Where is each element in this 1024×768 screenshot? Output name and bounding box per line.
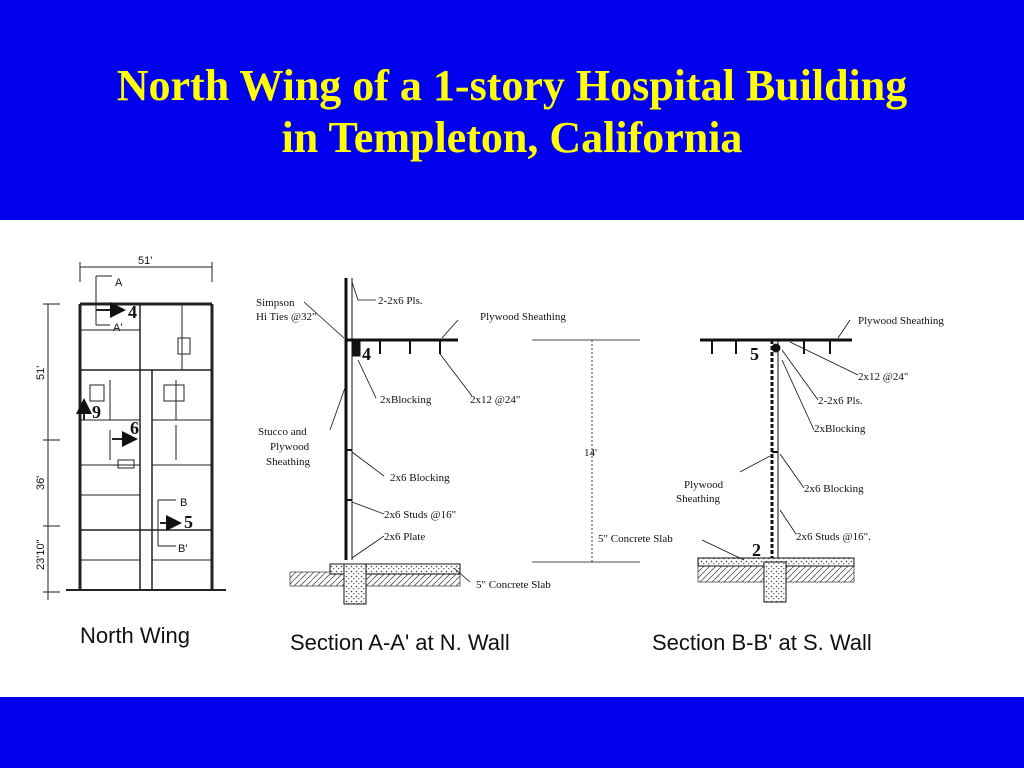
plan-dim-left-2: 36': [35, 476, 47, 490]
section-a-blocking-2x6-label: 2x6 Blocking: [390, 472, 450, 484]
section-a-drawing: [289, 278, 640, 605]
slide-title: North Wing of a 1-story Hospital Buildin…: [0, 60, 1024, 164]
section-a-caption: Section A-A' at N. Wall: [290, 630, 510, 655]
plan-caption: North Wing: [80, 623, 190, 648]
plan-dim-top: 51': [138, 255, 152, 267]
title-band: [0, 0, 1024, 220]
section-a-simpson-line1: Simpson: [256, 297, 295, 309]
section-a-plywood-label: Plywood Sheathing: [480, 311, 566, 323]
plan-marker-b-prime: B': [178, 543, 187, 555]
plan-number-4: 4: [128, 302, 137, 322]
section-b-drawing: [697, 319, 859, 603]
section-b-blocking-2x6-label: 2x6 Blocking: [804, 483, 864, 495]
plan-number-9: 9: [92, 402, 101, 422]
section-b-studs-label: 2x6 Studs @16".: [796, 531, 871, 543]
plan-marker-a-prime: A': [113, 322, 122, 334]
plan-number-5: 5: [184, 512, 193, 532]
section-a-stucco-line2: Plywood: [270, 441, 310, 453]
section-a-number-4: 4: [362, 344, 371, 364]
section-a-stucco-line3: Sheathing: [266, 456, 310, 468]
plan-dim-left-1: 51': [35, 366, 47, 380]
section-b-number-2: 2: [752, 540, 761, 560]
section-a-height-label: 14': [584, 447, 597, 459]
plan-dim-left-3: 23'10": [35, 539, 47, 570]
plan-marker-b: B: [180, 497, 187, 509]
section-b-plywood-label: Plywood Sheathing: [858, 315, 944, 327]
section-b-blocking-label: 2xBlocking: [814, 423, 866, 435]
section-a-plate-label: 2x6 Plate: [384, 531, 425, 543]
section-b-number-5: 5: [750, 344, 759, 364]
section-a-simpson-line2: Hi Ties @32": [256, 311, 316, 323]
title-line-1: North Wing of a 1-story Hospital Buildin…: [116, 61, 908, 110]
footer-band: [0, 697, 1024, 768]
title-line-2: in Templeton, California: [281, 113, 743, 162]
section-a-studs-label: 2x6 Studs @16": [384, 509, 456, 521]
plan-number-6: 6: [130, 418, 139, 438]
section-b-plywood-line1: Plywood: [684, 479, 724, 491]
section-b-plywood-line2: Sheathing: [676, 493, 720, 505]
section-b-pls-label: 2-2x6 Pls.: [818, 395, 863, 407]
section-b-slab-label: 5" Concrete Slab: [598, 533, 673, 545]
section-b-joists-label: 2x12 @24": [858, 371, 908, 383]
section-a-slab-label: 5" Concrete Slab: [476, 579, 551, 591]
section-b-caption: Section B-B' at S. Wall: [652, 630, 872, 655]
section-a-blocking-label: 2xBlocking: [380, 394, 432, 406]
section-a-stucco-line1: Stucco and: [258, 426, 307, 438]
drawing-area: 51' 51' 36' 23'10" A A' 4 9 6 B 5 B' Nor…: [35, 255, 944, 655]
section-a-pls-label: 2-2x6 Pls.: [378, 295, 423, 307]
floor-plan: [43, 262, 226, 600]
section-a-joists-label: 2x12 @24": [470, 394, 520, 406]
plan-marker-a: A: [115, 277, 123, 289]
